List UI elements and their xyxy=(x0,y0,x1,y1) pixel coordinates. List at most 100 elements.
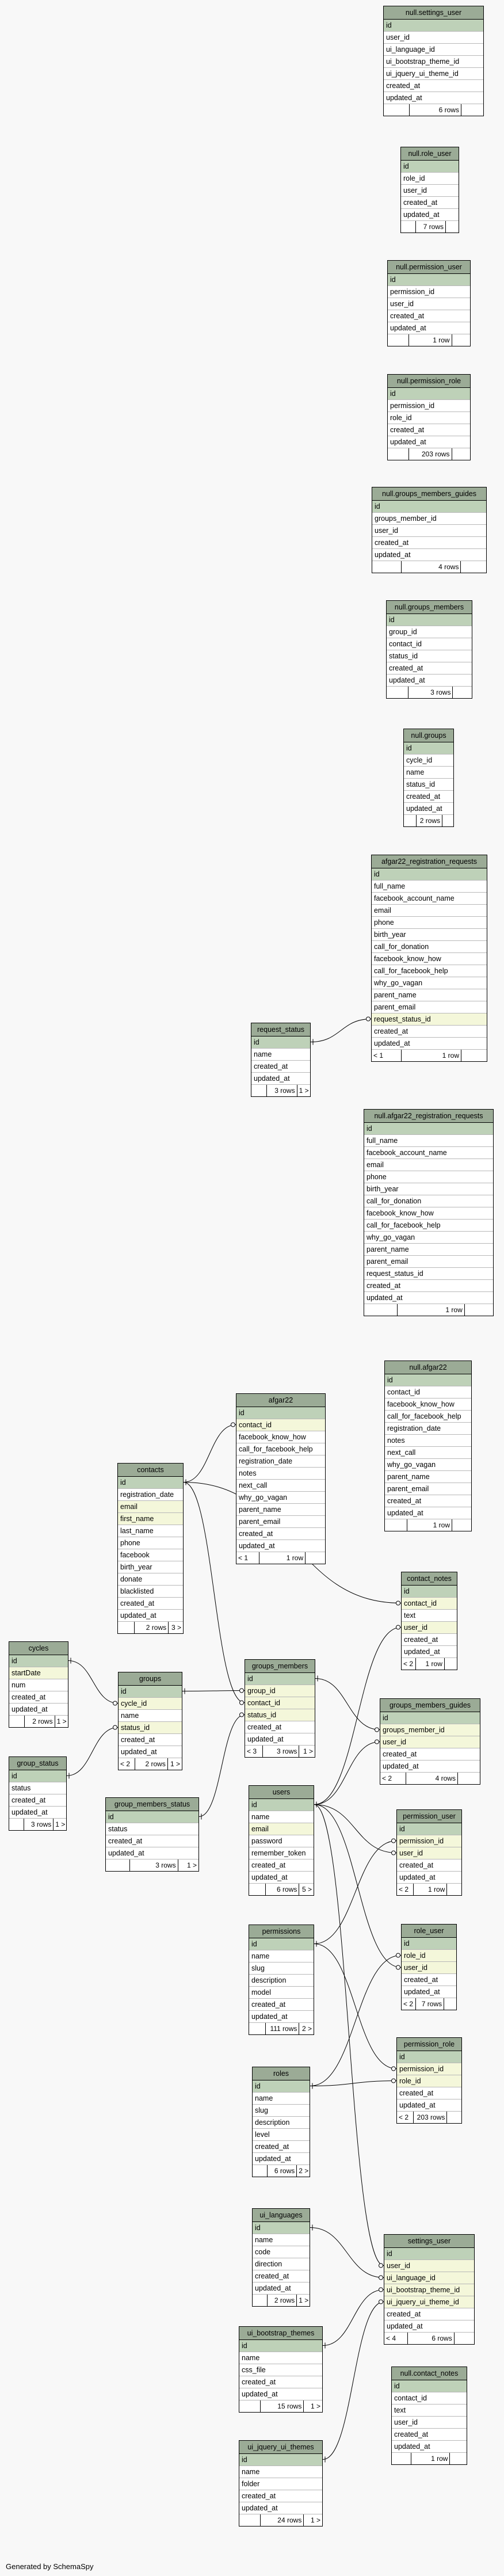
table-title-link[interactable]: groups_members xyxy=(251,1662,308,1670)
table-title-link[interactable]: ui_languages xyxy=(259,2211,303,2219)
table-title-link[interactable]: null.groups_members xyxy=(394,603,464,611)
relationship-afgar22-registration-requests-to-request-status xyxy=(310,1019,372,1042)
column-id: id xyxy=(106,1811,198,1823)
crow-foot-marker xyxy=(391,2078,396,2083)
table-title-link[interactable]: role_user xyxy=(414,1927,444,1935)
column-id: id xyxy=(364,1123,493,1135)
column-call-for-donation: call_for_donation xyxy=(364,1195,493,1207)
table-title-link[interactable]: roles xyxy=(273,2070,289,2078)
column-created-at: created_at xyxy=(402,1634,457,1646)
row-count: 1 row xyxy=(407,1519,452,1531)
column-updated-at: updated_at xyxy=(384,2320,474,2333)
crow-foot-marker xyxy=(239,1688,244,1693)
table-title-link[interactable]: users xyxy=(272,1788,291,1796)
table-title-link[interactable]: group_status xyxy=(17,1759,59,1767)
child-count: 2 > xyxy=(301,2025,312,2033)
column-slug: slug xyxy=(253,2105,310,2117)
column-model: model xyxy=(249,1987,314,1999)
table-title-link[interactable]: group_members_status xyxy=(114,1800,190,1808)
column-password: password xyxy=(249,1835,314,1847)
table-title-link[interactable]: permissions xyxy=(262,1927,301,1935)
table-title-link[interactable]: contacts xyxy=(137,1466,164,1474)
table-title-link[interactable]: ui_bootstrap_themes xyxy=(247,2329,315,2337)
column-created-at: created_at xyxy=(388,424,470,436)
column-created-at: created_at xyxy=(9,1794,66,1807)
parent-count: < 2 xyxy=(119,1758,135,1770)
column-updated-at: updated_at xyxy=(249,2011,314,2023)
table-title: permission_role xyxy=(397,2038,461,2051)
table-title-link[interactable]: ui_jquery_ui_themes xyxy=(247,2443,314,2451)
table-title-link[interactable]: request_status xyxy=(257,1026,304,1034)
column-name: name xyxy=(253,2093,310,2105)
table-title: null.permission_user xyxy=(388,261,470,274)
crow-foot-marker xyxy=(396,1953,400,1958)
table-title-link[interactable]: null.settings_user xyxy=(405,9,462,17)
table-title-link[interactable]: null.permission_user xyxy=(396,263,462,271)
column-id: id xyxy=(236,1407,325,1419)
table-title-link[interactable]: null.groups xyxy=(411,731,446,740)
table-title-link[interactable]: null.groups_members_guides xyxy=(382,490,476,498)
parent-count: < 2 xyxy=(402,1658,416,1670)
column-user-id: user_id xyxy=(372,525,486,537)
table-title-link[interactable]: groups_members_guides xyxy=(389,1701,471,1709)
crow-foot-marker xyxy=(396,1965,400,1970)
table-title-link[interactable]: settings_user xyxy=(407,2237,451,2245)
column-user-id: user_id xyxy=(401,185,459,197)
table-title-link[interactable]: null.afgar22_registration_requests xyxy=(374,1112,483,1120)
column-id: id xyxy=(251,1037,310,1049)
column-user-id: user_id xyxy=(384,2260,474,2272)
table-title-link[interactable]: groups xyxy=(139,1675,162,1683)
table-title-link[interactable]: null.contact_notes xyxy=(400,2369,459,2377)
table-footer: 2 rows xyxy=(404,815,453,826)
table-title-link[interactable]: null.permission_role xyxy=(396,377,461,385)
parent-count xyxy=(118,1622,135,1633)
table-title-link[interactable]: null.role_user xyxy=(408,150,452,158)
column-notes: notes xyxy=(385,1435,471,1447)
table-title-link[interactable]: permission_role xyxy=(403,2040,455,2048)
table-title-link[interactable]: permission_user xyxy=(403,1812,456,1820)
table-title-link[interactable]: afgar22 xyxy=(268,1396,293,1404)
relationship-permission-user-to-users xyxy=(314,1804,397,1853)
column-created-at: created_at xyxy=(119,1734,182,1746)
table-title-link[interactable]: null.afgar22 xyxy=(409,1363,447,1371)
column-name: name xyxy=(249,1950,314,1963)
table-title-link[interactable]: contact_notes xyxy=(407,1575,452,1583)
table-title-link[interactable]: afgar22_registration_requests xyxy=(381,858,478,866)
crow-foot-marker xyxy=(396,1625,400,1630)
parent-count xyxy=(239,2400,261,2412)
crow-foot-marker xyxy=(391,1850,396,1855)
table-title-link[interactable]: cycles xyxy=(28,1644,49,1652)
